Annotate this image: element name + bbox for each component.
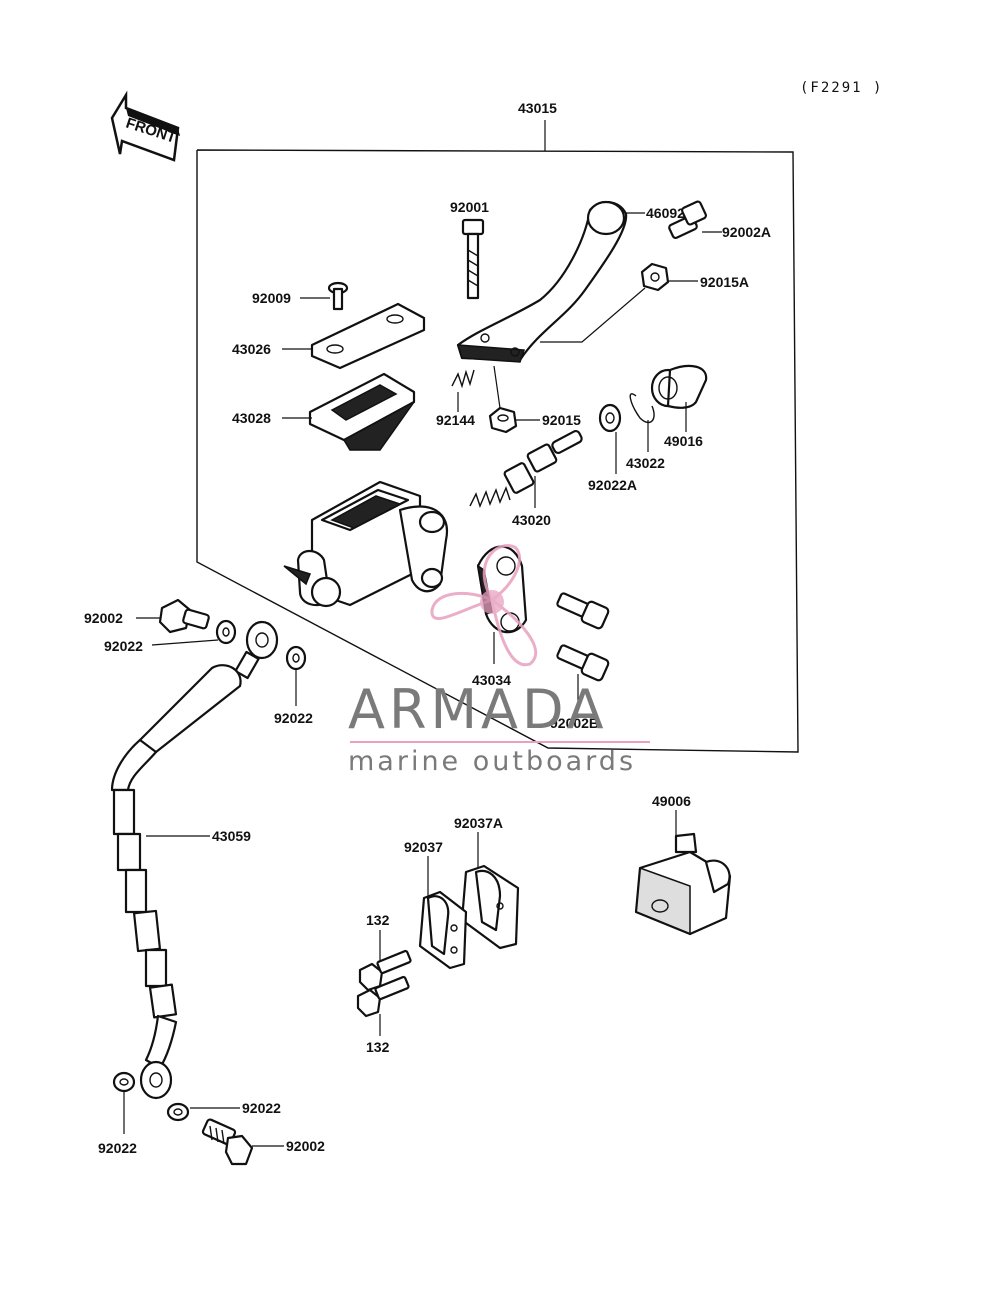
label-49016: 49016 [664,433,703,449]
label-43034: 43034 [472,672,511,688]
washer-top-left-icon [215,619,237,645]
label-43026: 43026 [232,341,271,357]
label-92015A: 92015A [700,274,749,290]
label-92022A: 92022A [588,477,637,493]
label-132-top: 132 [366,912,390,928]
label-92022-top-left: 92022 [104,638,143,654]
nut-92015A-icon [640,262,670,292]
reservoir-cap-icon [310,302,426,370]
label-92022-bottom-left: 92022 [98,1140,137,1156]
washer-92022A-icon [598,403,622,433]
label-92015: 92015 [542,412,581,428]
nut-92015-icon [488,406,518,434]
diaphragm-icon [308,372,416,451]
brake-hose-icon [110,620,279,1100]
front-arrow-icon: FRONT [110,90,180,162]
label-92001: 92001 [450,199,489,215]
label-43020: 43020 [512,512,551,528]
diagram-code: (F2291 ) [800,80,883,96]
brake-switch-icon [634,832,732,936]
bolt-132-lower-icon [356,975,410,1018]
piston-kit-icon [469,429,583,508]
banjo-bolt-bottom-icon [201,1118,254,1166]
screw-92009-icon [327,281,349,311]
label-92002-bottom: 92002 [286,1138,325,1154]
label-132-bottom: 132 [366,1039,390,1055]
label-43015: 43015 [518,100,557,116]
label-92037A: 92037A [454,815,503,831]
bolt-92002B-upper-icon [556,592,610,630]
label-92002B: 92002B [550,715,599,731]
bracket-92037A-icon [460,864,520,950]
watermark-tagline: marine outboards [348,746,636,777]
assembly-outline [196,120,799,753]
brake-lever-icon [456,200,628,363]
banjo-bolt-top-icon [158,598,210,634]
label-92022-top-mid: 92022 [274,710,313,726]
label-43059: 43059 [212,828,251,844]
label-92022-bottom-right: 92022 [242,1100,281,1116]
washer-bottom-left-icon [112,1071,136,1093]
label-46092: 46092 [646,205,685,221]
label-49006: 49006 [652,793,691,809]
label-92002A: 92002A [722,224,771,240]
armada-logo-icon [430,544,538,667]
label-92144: 92144 [436,412,475,428]
label-92009: 92009 [252,290,291,306]
washer-top-mid-icon [285,645,307,671]
label-43028: 43028 [232,410,271,426]
watermark-brand: ARMADA [348,678,608,741]
master-cylinder-icon [283,480,449,608]
circlip-icon [629,393,655,424]
label-92037: 92037 [404,839,443,855]
bracket-92037-icon [418,890,468,970]
label-43022: 43022 [626,455,665,471]
dust-boot-icon [650,364,708,409]
washer-bottom-right-icon [166,1102,190,1122]
label-92002-top: 92002 [84,610,123,626]
spring-92144-icon [451,369,475,389]
bolt-92001-icon [461,218,485,300]
bolt-92002B-lower-icon [556,644,610,682]
bolt-92002A-icon [668,200,707,239]
